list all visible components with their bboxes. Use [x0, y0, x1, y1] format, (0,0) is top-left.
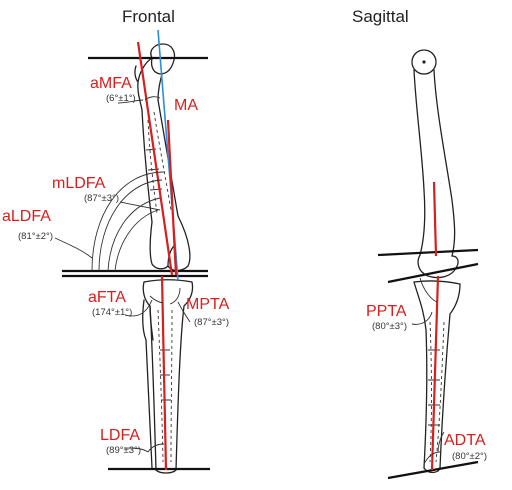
- ppta-arc: [419, 277, 438, 303]
- mpta-value: (87°±3°): [194, 317, 229, 328]
- adta-label: ADTA: [444, 432, 486, 449]
- sagittal-femur-outline: [411, 49, 459, 279]
- sagittal-femoral-axis-line: [432, 181, 438, 257]
- afta-value: (174°±1°): [92, 307, 132, 318]
- ldfa-value: (89°±3°): [106, 445, 141, 456]
- ma-label: MA: [174, 97, 198, 114]
- adta-arc: [423, 451, 441, 465]
- ldfa-arc: [147, 443, 165, 453]
- femoral-anatomic-axis-line: [136, 41, 174, 276]
- afta-label: aFTA: [88, 289, 126, 306]
- ppta-label: PPTA: [366, 303, 407, 320]
- tibial-axis-line: [160, 275, 168, 471]
- sagittal-femoral-joint-line: [377, 248, 479, 257]
- mechanical-axis-red-line: [166, 119, 178, 276]
- sagittal-tibia-outline: [413, 280, 461, 474]
- sagittal-title: Sagittal: [352, 7, 409, 26]
- mldfa-value: (87°±3°): [84, 193, 119, 204]
- aldfa-arc: [91, 171, 165, 272]
- ldfa-label: LDFA: [100, 427, 140, 444]
- sagittal-femoral-head: [411, 49, 437, 75]
- amfa-label: aMFA: [90, 75, 132, 92]
- mldfa-arc: [107, 197, 161, 272]
- frontal-title: Frontal: [122, 7, 175, 26]
- amfa-arc: [144, 96, 161, 101]
- amfa-value: (6°±1°): [106, 93, 136, 104]
- aldfa-label: aLDFA: [2, 208, 51, 225]
- ppta-value: (80°±3°): [372, 321, 407, 332]
- aldfa-value: (81°±2°): [18, 231, 53, 242]
- mpta-label: MPTA: [186, 296, 230, 313]
- sagittal-view: [377, 49, 479, 480]
- sagittal-tibial-plateau-line: [387, 262, 479, 284]
- sagittal-tibial-axis-line: [430, 275, 440, 471]
- frontal-view: [54, 29, 210, 474]
- afta-arc: [149, 295, 164, 304]
- adta-value: (80°±2°): [452, 451, 487, 462]
- mldfa-label: mLDFA: [52, 175, 106, 192]
- mpta-arc: [169, 287, 181, 305]
